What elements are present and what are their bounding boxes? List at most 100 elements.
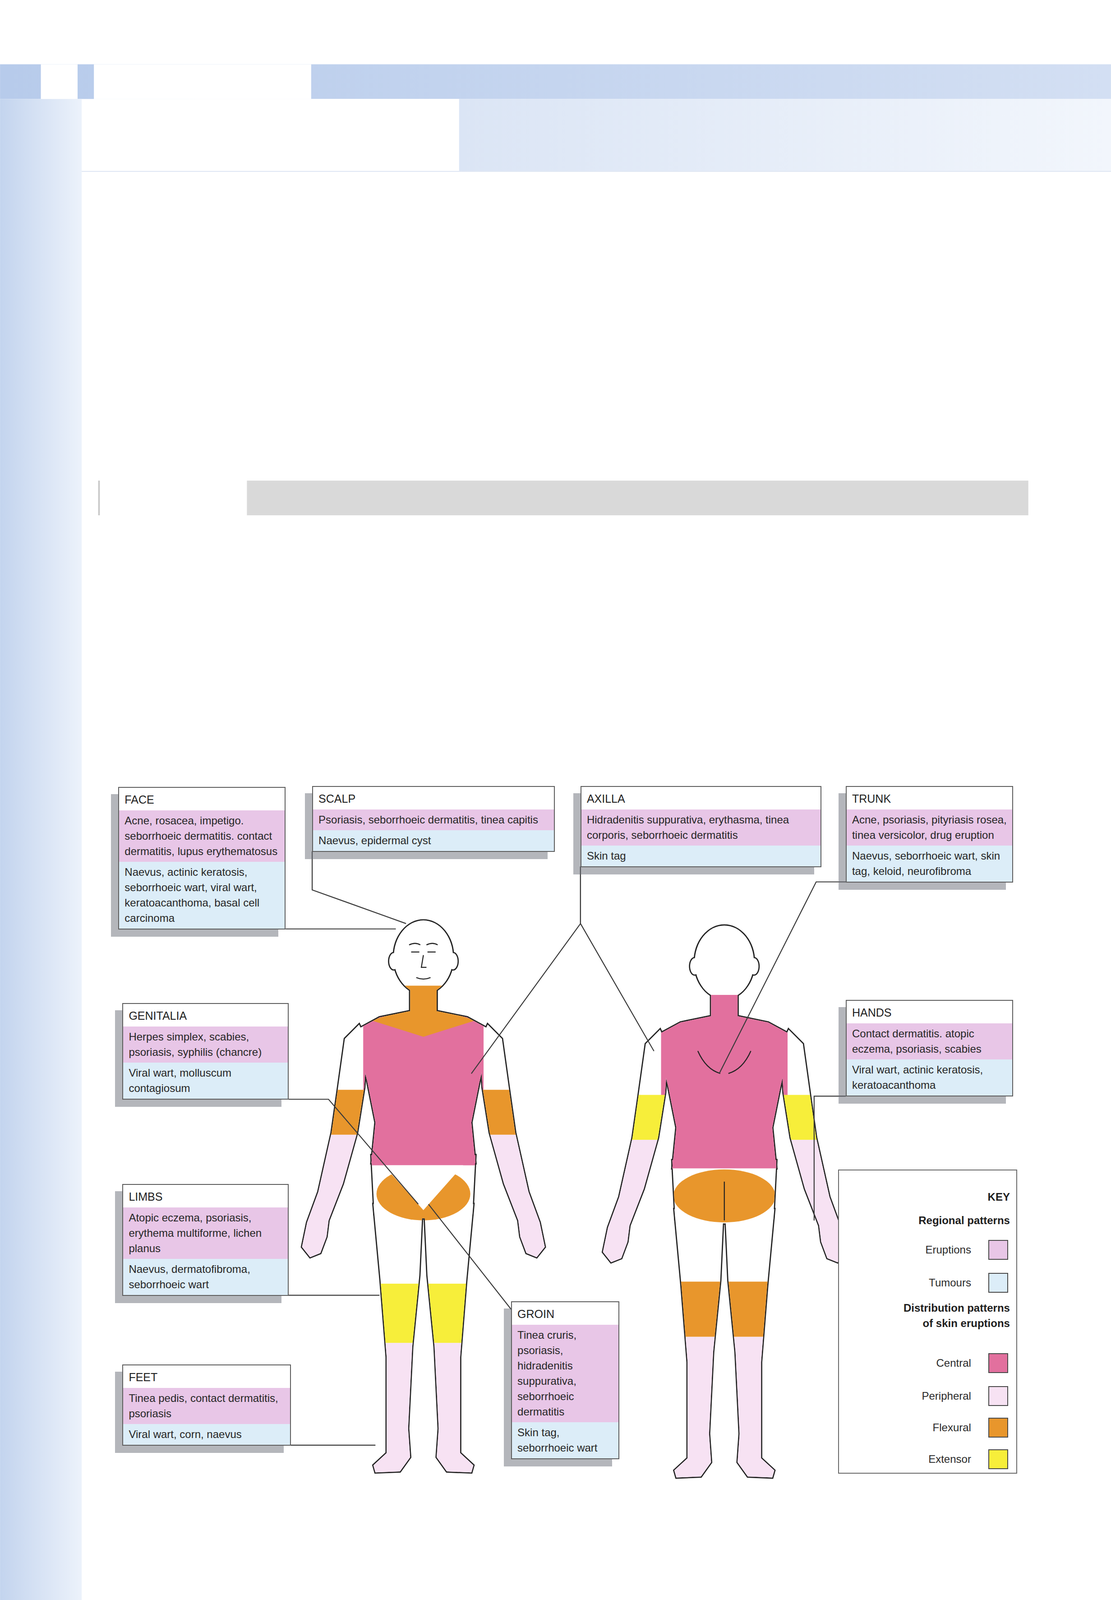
legend-label: Extensor <box>928 1451 972 1467</box>
region-heading: SCALP <box>313 786 554 810</box>
region-box: AXILLAHidradenitis suppurativa, erythasm… <box>580 785 822 867</box>
legend-label: Tumours <box>928 1274 972 1291</box>
region-heading: AXILLA <box>581 786 821 810</box>
extensor-region <box>781 1094 824 1140</box>
key-heading-row: Distribution patterns of skin eruptions <box>894 1300 1010 1331</box>
leader-line <box>428 1203 512 1310</box>
header-panel <box>93 98 460 172</box>
list-band: Atopic eczema, psoriasis, erythema multi… <box>123 1207 288 1259</box>
flexural-region <box>371 985 476 1037</box>
list-band: Tinea cruris, psoriasis, hidradenitis su… <box>511 1324 619 1422</box>
list-band: Herpes simplex, scabies, psoriasis, syph… <box>123 1026 288 1063</box>
condition-list: Naevus, dermatofibroma, seborrhoeic wart <box>128 1261 283 1292</box>
leader-line <box>288 1098 419 1204</box>
back-lines <box>697 1050 752 1074</box>
eyebrows <box>409 943 438 945</box>
legend-row: Peripheral <box>839 1385 1017 1406</box>
leader-line <box>471 866 581 1074</box>
list-band: Viral wart, corn, naevus <box>123 1423 290 1445</box>
list-band: Skin tag <box>581 845 821 867</box>
condition-list: Naevus, seborrhoeic wart, skin tag, kelo… <box>852 848 1007 879</box>
peripheral-region <box>486 1134 567 1273</box>
leader-line <box>580 866 655 1052</box>
region-heading: FEET <box>123 1364 290 1388</box>
peripheral-region <box>581 1139 661 1277</box>
extensor-region <box>346 1283 500 1343</box>
legend-swatch <box>988 1352 1009 1373</box>
legend-row: Central <box>839 1352 1017 1373</box>
list-band: Viral wart, actinic keratosis, keratoaca… <box>846 1059 1013 1096</box>
legend-swatch <box>988 1417 1009 1438</box>
extensor-region <box>625 1094 668 1140</box>
list-band: Hidradenitis suppurativa, erythasma, tin… <box>581 809 821 846</box>
condition-list: Acne, rosacea, impetigo. seborrhoeic der… <box>124 812 280 859</box>
region-box: GROINTinea cruris, psoriasis, hidradenit… <box>511 1300 620 1459</box>
condition-list: Herpes simplex, scabies, psoriasis, syph… <box>128 1028 283 1060</box>
legend-row: Eruptions <box>839 1239 1017 1260</box>
region-box: TRUNKAcne, psoriasis, pityriasis rosea, … <box>845 785 1014 883</box>
header-bar <box>0 64 1111 99</box>
legend-row: Tumours <box>839 1272 1017 1293</box>
condition-list: Hidradenitis suppurativa, erythasma, tin… <box>586 811 816 843</box>
region-box: SCALPPsoriasis, seborrhoeic dermatitis, … <box>312 785 555 852</box>
region-box: HANDSContact dermatitis. atopic eczema, … <box>845 999 1014 1097</box>
condition-list: Naevus, epidermal cyst <box>318 832 549 849</box>
region-box: GENITALIAHerpes simplex, scabies, psoria… <box>122 1002 289 1100</box>
header-band <box>459 98 1111 172</box>
list-band: Naevus, seborrhoeic wart, skin tag, kelo… <box>846 845 1013 882</box>
header-tab <box>93 64 312 99</box>
flexural-region <box>324 1089 367 1135</box>
list-band: Naevus, epidermal cyst <box>313 829 554 851</box>
key-heading: Distribution patterns of skin eruptions <box>894 1300 1010 1331</box>
condition-list: Viral wart, actinic keratosis, keratoaca… <box>852 1061 1007 1093</box>
peripheral-region <box>280 1134 360 1273</box>
list-band: Naevus, dermatofibroma, seborrhoeic wart <box>123 1258 288 1295</box>
peripheral-region <box>346 1342 500 1480</box>
body-details <box>409 943 752 1221</box>
legend-swatch <box>988 1239 1009 1260</box>
underwear-gap <box>383 1165 463 1211</box>
flexural-region <box>480 1089 523 1135</box>
region-box: LIMBSAtopic eczema, psoriasis, erythema … <box>122 1183 289 1296</box>
condition-list: Skin tag <box>586 848 816 864</box>
legend-label: Central <box>936 1355 972 1371</box>
condition-list: Acne, psoriasis, pityriasis rosea, tinea… <box>852 811 1007 843</box>
region-heading: LIMBS <box>123 1184 288 1208</box>
condition-list: Tinea cruris, psoriasis, hidradenitis su… <box>517 1327 614 1420</box>
peripheral-region <box>647 1336 801 1485</box>
condition-list: Contact dermatitis. atopic eczema, psori… <box>852 1025 1007 1057</box>
key-heading: KEY <box>987 1189 1010 1205</box>
list-band: Contact dermatitis. atopic eczema, psori… <box>846 1023 1013 1060</box>
list-band: Skin tag, seborrhoeic wart <box>511 1421 619 1458</box>
leader-line <box>312 851 406 924</box>
condition-list: Atopic eczema, psoriasis, erythema multi… <box>128 1209 283 1256</box>
legend-label: Peripheral <box>921 1387 972 1404</box>
region-box: FEETTinea pedis, contact dermatitis, pso… <box>122 1364 291 1446</box>
leader-line <box>719 881 846 1074</box>
side-bar <box>0 98 82 1600</box>
key-heading-row: Regional patterns <box>918 1212 1010 1228</box>
legend-swatch <box>988 1448 1009 1469</box>
legend-row: Flexural <box>839 1417 1017 1438</box>
page-decoration <box>0 64 1111 1600</box>
condition-list: Skin tag, seborrhoeic wart <box>517 1424 614 1456</box>
flexural-region <box>647 1281 801 1337</box>
key-heading: Regional patterns <box>918 1212 1010 1228</box>
legend-swatch <box>988 1385 1009 1406</box>
leader-line <box>288 1294 380 1296</box>
header-notch <box>41 64 78 99</box>
grey-bar <box>246 480 1029 516</box>
list-band: Acne, psoriasis, pityriasis rosea, tinea… <box>846 809 1013 846</box>
leader-line <box>285 928 396 930</box>
eyes <box>411 951 436 953</box>
region-heading: HANDS <box>846 1000 1013 1024</box>
list-band: Naevus, actinic keratosis, seborrhoeic w… <box>119 861 285 929</box>
back-regions <box>581 994 867 1485</box>
condition-list: Viral wart, corn, naevus <box>128 1426 285 1442</box>
region-heading: GENITALIA <box>123 1003 288 1027</box>
region-box: FACEAcne, rosacea, impetigo. seborrhoeic… <box>118 786 286 930</box>
header-rule <box>81 170 1111 172</box>
list-band: Tinea pedis, contact dermatitis, psorias… <box>123 1387 290 1424</box>
legend-row: Extensor <box>839 1448 1017 1469</box>
